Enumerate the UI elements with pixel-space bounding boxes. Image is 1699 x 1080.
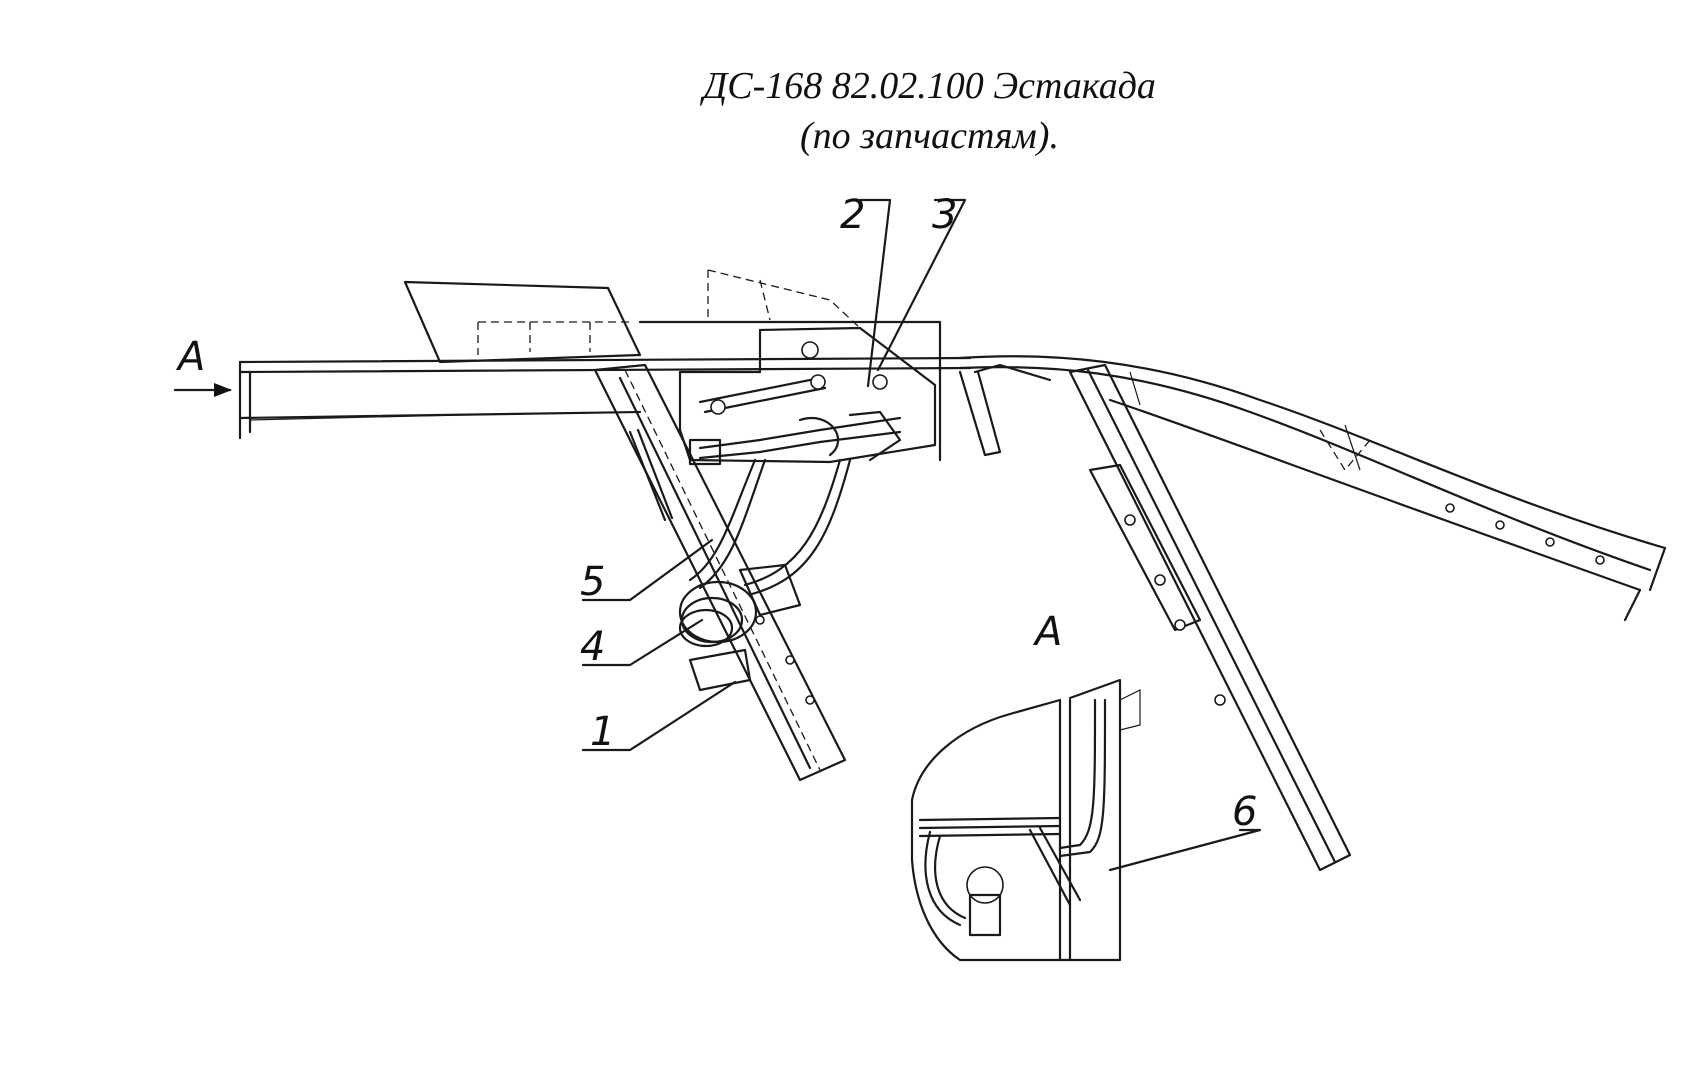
right-leg [958,363,1352,872]
callout-5: 5 [580,559,605,605]
callouts: 2 3 5 4 1 6 [580,192,1262,872]
section-arrow-a: A [173,334,232,397]
leader-2 [858,198,892,388]
hydraulic-hoses [688,458,852,596]
top-plate [403,269,942,462]
callout-1: 1 [590,709,615,755]
callout-4: 4 [580,624,605,670]
section-a-letter: A [175,334,205,380]
view-a-title: A [1032,609,1062,655]
callout-2: 2 [840,192,865,238]
main-beam [238,355,1667,622]
drawing-title: ДС-168 82.02.100 Эстакада [703,65,1156,107]
leader-6 [1108,828,1262,872]
leader-1 [581,680,737,752]
drawing-subtitle: (по запчастям). [800,115,1059,157]
leader-3 [876,198,967,372]
hose-coil-assembly [678,563,802,692]
leader-4 [581,618,704,667]
mechanism-plate [678,326,937,466]
leader-5 [581,538,714,602]
left-strut [593,363,847,782]
callout-6: 6 [1232,789,1257,835]
callout-3: 3 [932,192,957,238]
view-a-detail: A [910,609,1141,962]
